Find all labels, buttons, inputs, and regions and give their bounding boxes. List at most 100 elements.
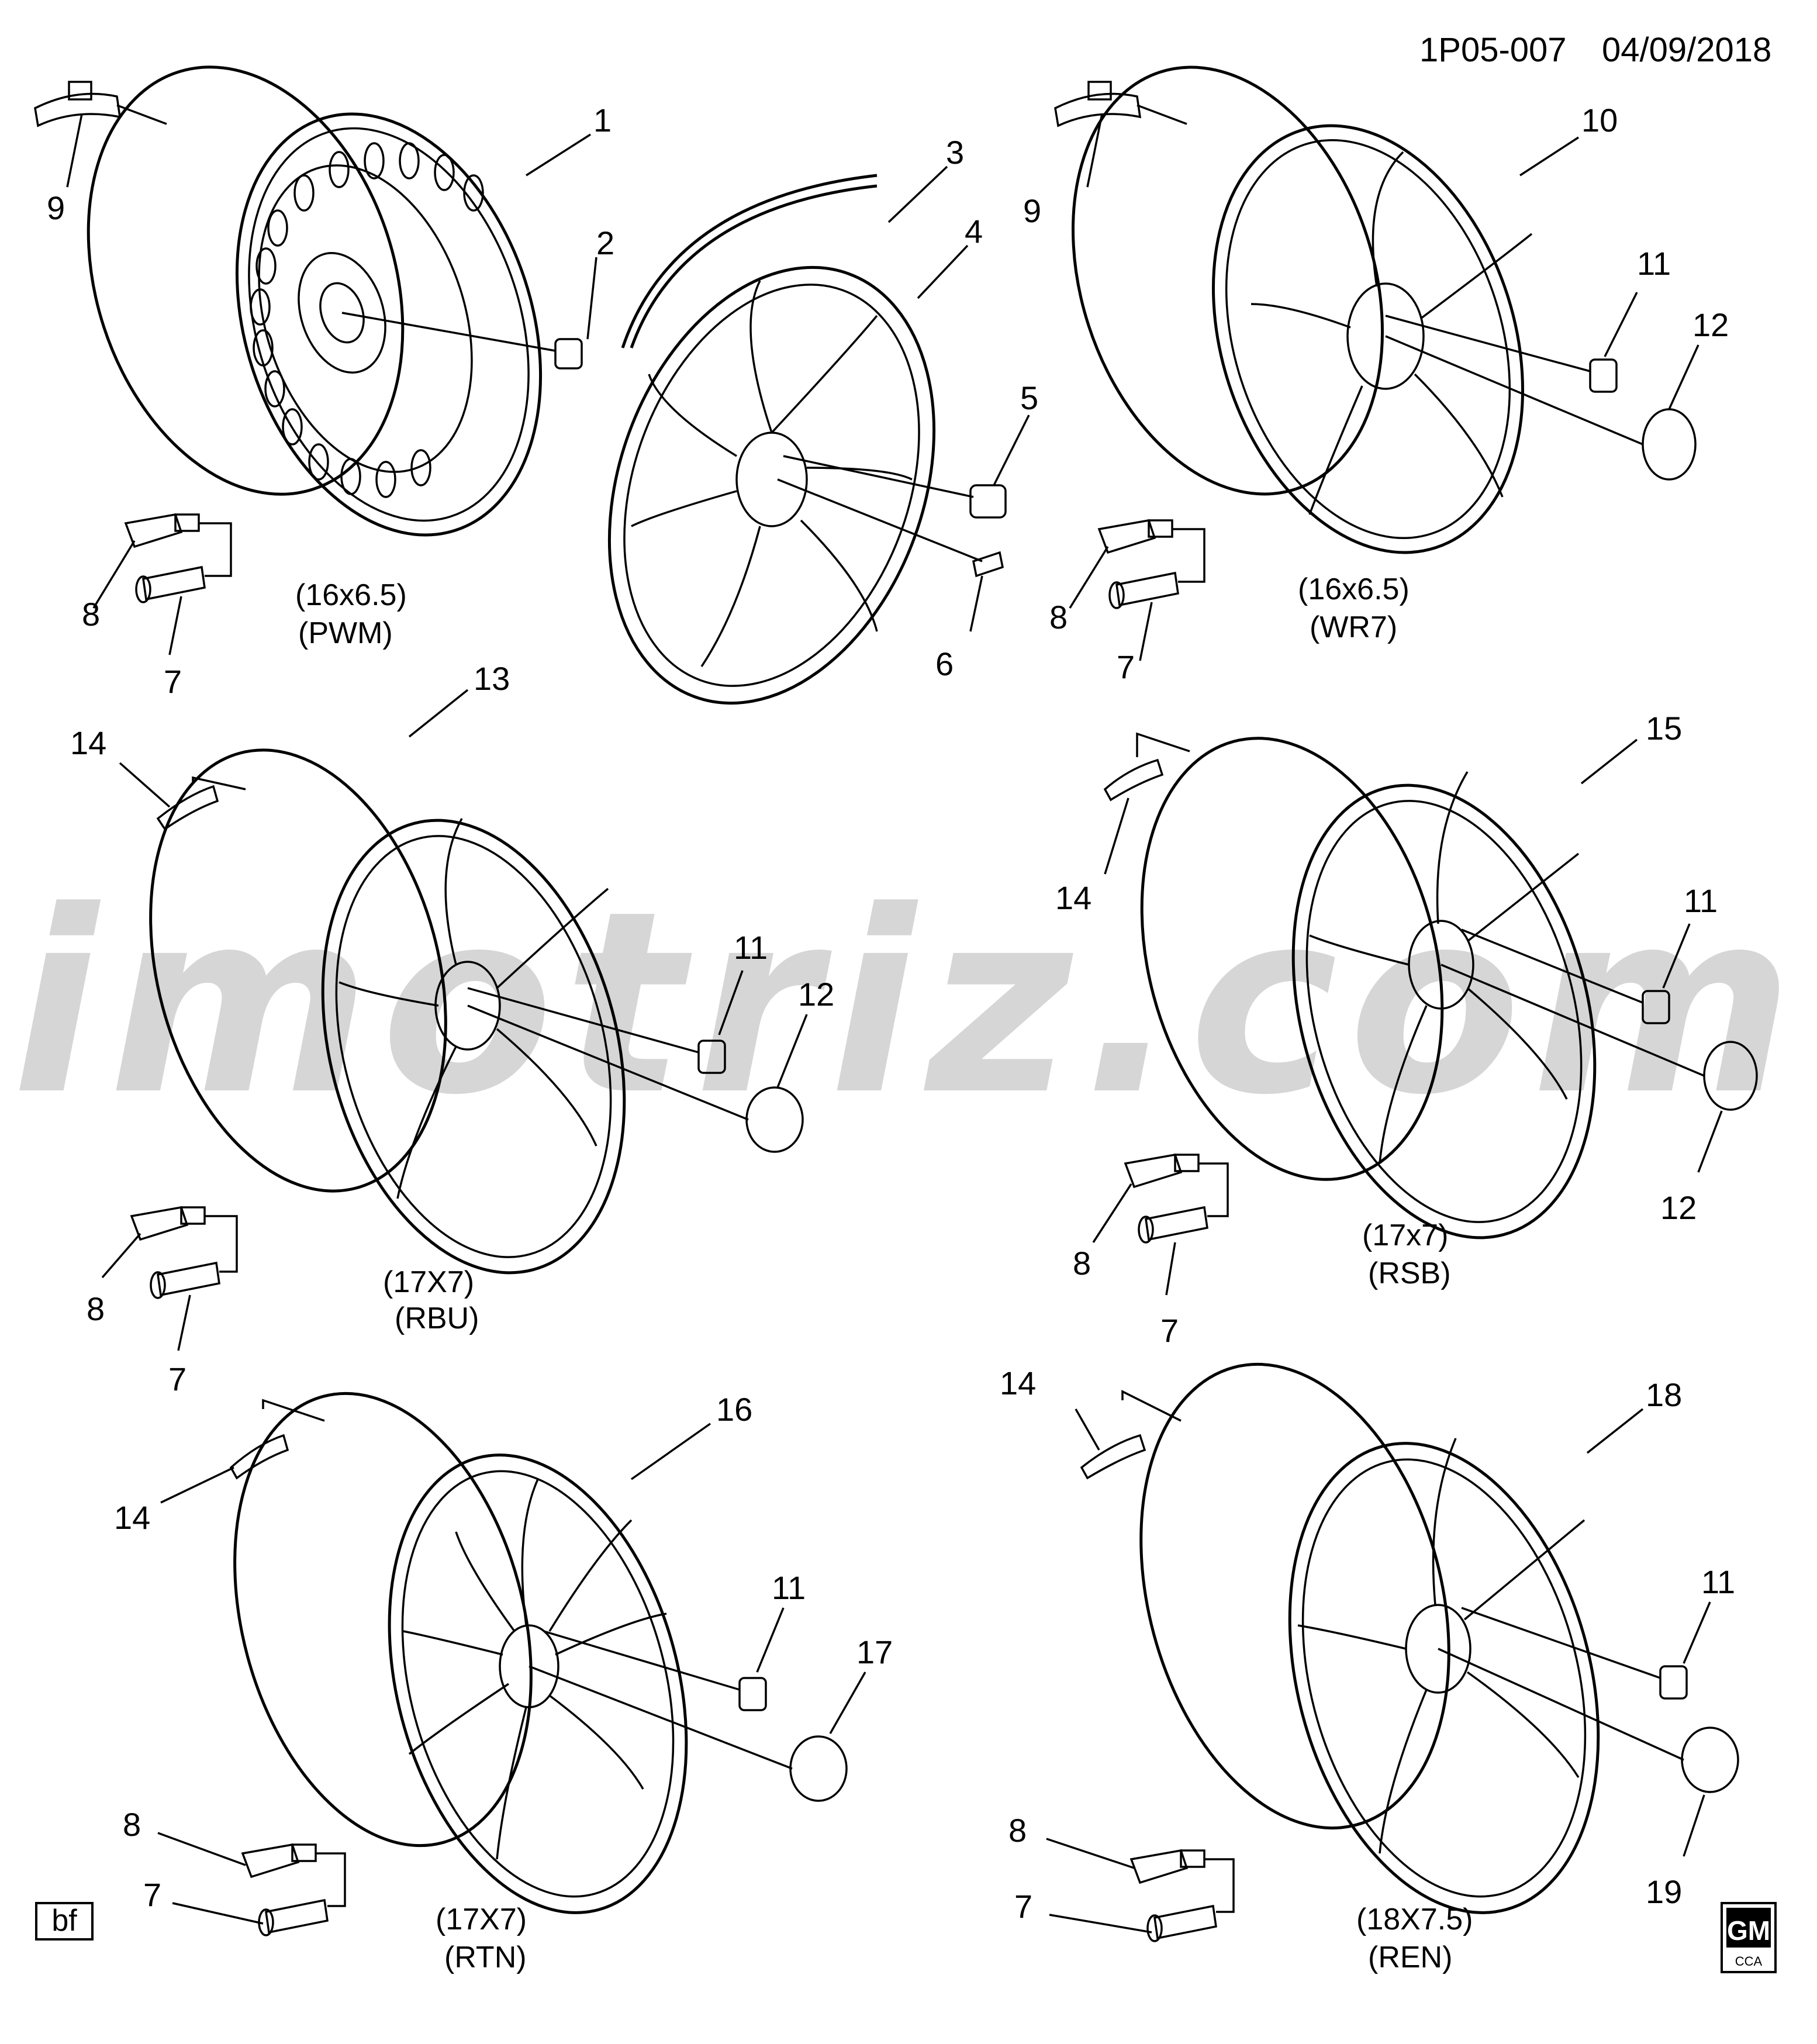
callout-11: 11	[734, 929, 768, 966]
callout-8: 8	[123, 1806, 141, 1843]
callout-8: 8	[1073, 1245, 1091, 1282]
diagram-date: 04/09/2018	[1602, 31, 1771, 69]
callout-19: 19	[1646, 1873, 1682, 1910]
lug-nut-icon	[467, 987, 726, 1074]
wheel-size-label: (17x7)	[1362, 1218, 1448, 1252]
valve-stem-icon	[1146, 1904, 1217, 1942]
wheel-rbu-group: 13 14 11 12 8 7 (17X7) (RBU)	[70, 660, 834, 1397]
wheel-code-label: (REN)	[1368, 1941, 1452, 1974]
center-cap-icon	[528, 1665, 848, 1802]
callout-12: 12	[798, 976, 834, 1013]
bf-tag-text: bf	[51, 1904, 77, 1938]
callout-7: 7	[168, 1361, 186, 1397]
wheel-code-label: (RTN)	[444, 1941, 527, 1974]
callout-8: 8	[82, 596, 100, 633]
callout-12: 12	[1660, 1189, 1697, 1226]
callout-8: 8	[1008, 1812, 1027, 1849]
wheel-wr7-group: 10 11 12 9 8 7 (16x6.5) (WR7)	[1023, 65, 1729, 685]
alloy-wheel-18	[1139, 1362, 1600, 1914]
callout-9: 9	[1023, 192, 1041, 229]
wheel-size-label: (17X7)	[436, 1903, 527, 1936]
wheel-size-label: (18X7.5)	[1356, 1903, 1473, 1936]
cover-clip-icon	[777, 478, 1004, 578]
balance-weight-icon	[34, 81, 167, 127]
callout-8: 8	[1049, 599, 1068, 636]
adhesive-weight-icon	[156, 776, 246, 831]
gm-logo-text: GM	[1727, 1915, 1770, 1946]
wheel-size-label: (17X7)	[383, 1265, 474, 1299]
callout-18: 18	[1646, 1376, 1682, 1413]
wheel-size-label: (16x6.5)	[295, 578, 407, 612]
callout-11: 11	[1684, 882, 1718, 919]
wheel-ren-group: 18 14 11 19 8 7 (18X7.5) (REN)	[1000, 1362, 1739, 1974]
callout-10: 10	[1581, 102, 1618, 139]
callout-5: 5	[1020, 379, 1038, 416]
callout-6: 6	[935, 645, 954, 682]
adhesive-weight-icon	[1103, 732, 1190, 802]
wheel-code-label: (RBU)	[395, 1301, 479, 1335]
callout-14: 14	[114, 1499, 150, 1536]
lug-nut-icon	[1461, 928, 1670, 1024]
callout-12: 12	[1692, 306, 1729, 343]
gm-logo: GM CCA	[1721, 1902, 1777, 1973]
wheel-rtn-group: 16 14 11 17 8 7 (17X7) (RTN)	[114, 1391, 893, 1974]
callout-14: 14	[70, 724, 106, 761]
wheel-code-label: (RSB)	[1368, 1256, 1451, 1290]
balance-weight-icon	[1054, 81, 1187, 127]
center-cap-icon	[1438, 1648, 1739, 1793]
wheel-code-label: (WR7)	[1310, 610, 1397, 644]
callout-15: 15	[1646, 710, 1682, 747]
callout-11: 11	[772, 1569, 806, 1606]
callout-4: 4	[965, 213, 983, 250]
tpms-sensor-icon	[241, 1843, 317, 1879]
lug-nut-icon	[543, 1630, 767, 1711]
callout-7: 7	[1160, 1312, 1179, 1349]
callout-17: 17	[856, 1634, 893, 1670]
center-cap-icon	[1441, 964, 1758, 1111]
wheel-cover-group: 3 4 5 6	[607, 134, 1038, 705]
callout-2: 2	[596, 225, 614, 261]
diagram-code: 1P05-007	[1419, 31, 1567, 69]
callout-11: 11	[1637, 245, 1671, 282]
tpms-sensor-icon	[124, 513, 200, 548]
steel-wheel-1	[87, 65, 543, 537]
valve-stem-icon	[135, 565, 206, 603]
callout-1: 1	[593, 102, 612, 139]
tpms-sensor-icon	[1129, 1849, 1205, 1884]
gm-logo-subtext: CCA	[1735, 1954, 1763, 1969]
bf-tag: bf	[35, 1902, 94, 1941]
adhesive-weight-icon	[229, 1399, 325, 1480]
lug-nut-icon	[1461, 1607, 1688, 1700]
tpms-sensor-icon	[1097, 519, 1173, 554]
wheel-size-label: (16x6.5)	[1298, 572, 1410, 606]
callout-7: 7	[143, 1876, 161, 1913]
lug-nut-icon	[341, 312, 583, 370]
valve-stem-icon	[258, 1898, 329, 1936]
callout-16: 16	[716, 1391, 752, 1428]
alloy-wheel-16	[233, 1392, 688, 1914]
callout-9: 9	[47, 189, 65, 226]
center-cap-icon	[467, 1004, 804, 1153]
callout-7: 7	[1117, 648, 1135, 685]
valve-stem-icon	[150, 1261, 220, 1299]
valve-stem-icon	[1138, 1206, 1208, 1244]
lug-nut-icon	[1385, 315, 1618, 393]
callout-11: 11	[1701, 1563, 1735, 1600]
callout-3: 3	[946, 134, 964, 171]
wheel-code-label: (PWM)	[298, 616, 393, 650]
callout-8: 8	[87, 1290, 105, 1327]
alloy-wheel-15	[1140, 737, 1597, 1239]
callout-7: 7	[164, 663, 182, 700]
tpms-sensor-icon	[130, 1206, 206, 1241]
watermark-text: imotriz.com	[12, 858, 1804, 1150]
wheel-cover-4	[607, 265, 936, 705]
callout-13: 13	[474, 660, 510, 697]
valve-stem-icon	[1108, 571, 1179, 609]
callout-14: 14	[1055, 879, 1091, 916]
tpms-sensor-icon	[1124, 1154, 1200, 1189]
alloy-wheel-13	[149, 748, 626, 1275]
callout-7: 7	[1014, 1888, 1032, 1925]
wheel-pwm-group: 1 2 9 8 7 (16x6.5) (PWM)	[34, 65, 614, 700]
alloy-wheel-10	[1071, 65, 1533, 554]
